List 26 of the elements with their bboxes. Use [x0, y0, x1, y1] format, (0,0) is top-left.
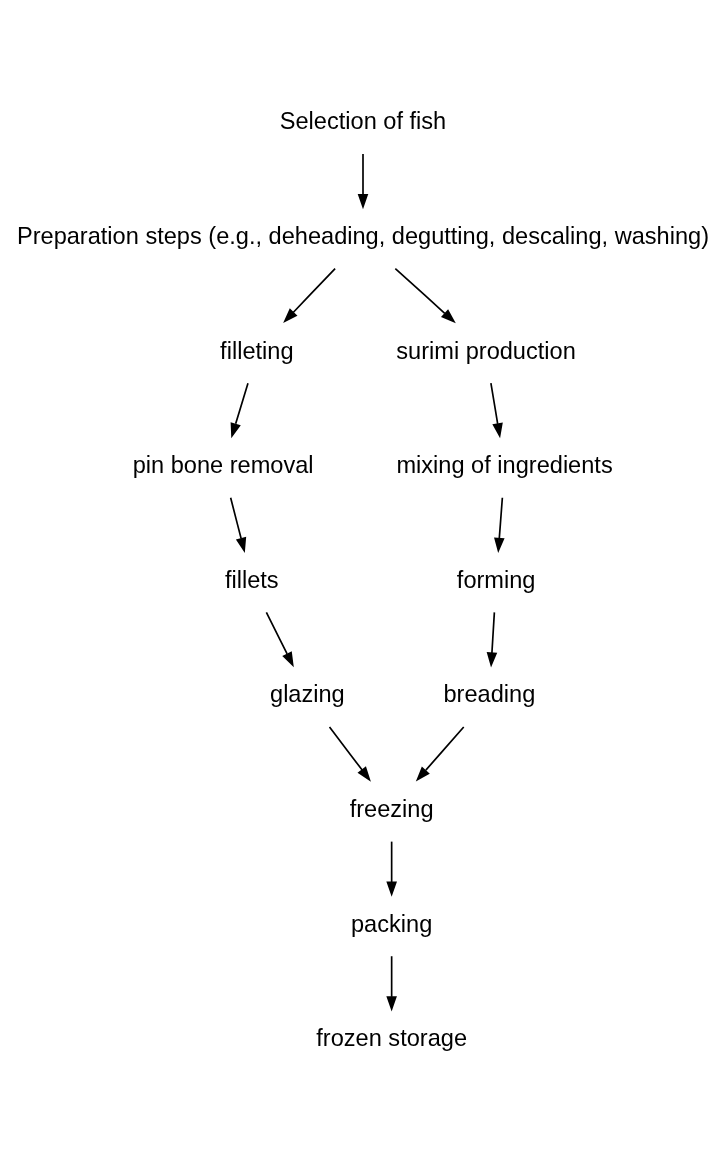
arrow: [494, 496, 505, 553]
arrow: [357, 152, 369, 209]
arrow: [490, 381, 503, 438]
node-text: fillets: [224, 566, 279, 593]
arrow: [415, 725, 465, 782]
arrow: [486, 611, 498, 668]
node-text: pin bone removal: [132, 451, 314, 478]
arrow: [328, 725, 371, 782]
node-text: Preparation steps (e.g., deheading, degutting, descaling, washing): [16, 222, 710, 249]
arrow: [230, 381, 249, 438]
node-text: frozen storage: [316, 1024, 468, 1051]
node-text: freezing: [349, 795, 434, 822]
arrow: [265, 611, 294, 667]
node-text: mixing of ingredients: [396, 451, 613, 478]
node-text: forming: [456, 566, 536, 593]
node-text: glazing: [270, 680, 345, 707]
arrow: [283, 267, 336, 323]
node-text: packing: [351, 910, 433, 937]
node-text: surimi production: [396, 337, 576, 364]
arrow: [394, 267, 456, 323]
arrow: [229, 496, 247, 553]
node-text: filleting: [220, 337, 294, 364]
node-text: Selection of fish: [279, 107, 447, 134]
arrow: [386, 954, 397, 1011]
node-text: breading: [443, 680, 536, 707]
arrow: [386, 840, 397, 897]
